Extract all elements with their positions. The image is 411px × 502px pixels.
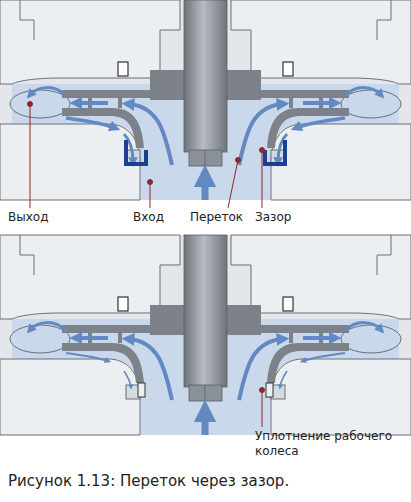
callout-label: Зазор — [255, 210, 325, 225]
leader-lines — [260, 388, 265, 428]
callout-label: Вход — [133, 210, 193, 225]
callout-label: Переток — [190, 210, 260, 225]
pump-panel-seal — [0, 235, 411, 435]
callout-label: Выход — [8, 210, 88, 225]
pump-panel-leakage — [0, 0, 411, 208]
callout-label: Уплотнение рабочего колеса — [255, 429, 405, 459]
figure-caption: Рисунок 1.13: Переток через зазор. — [8, 472, 408, 490]
leader-lines — [28, 102, 265, 209]
